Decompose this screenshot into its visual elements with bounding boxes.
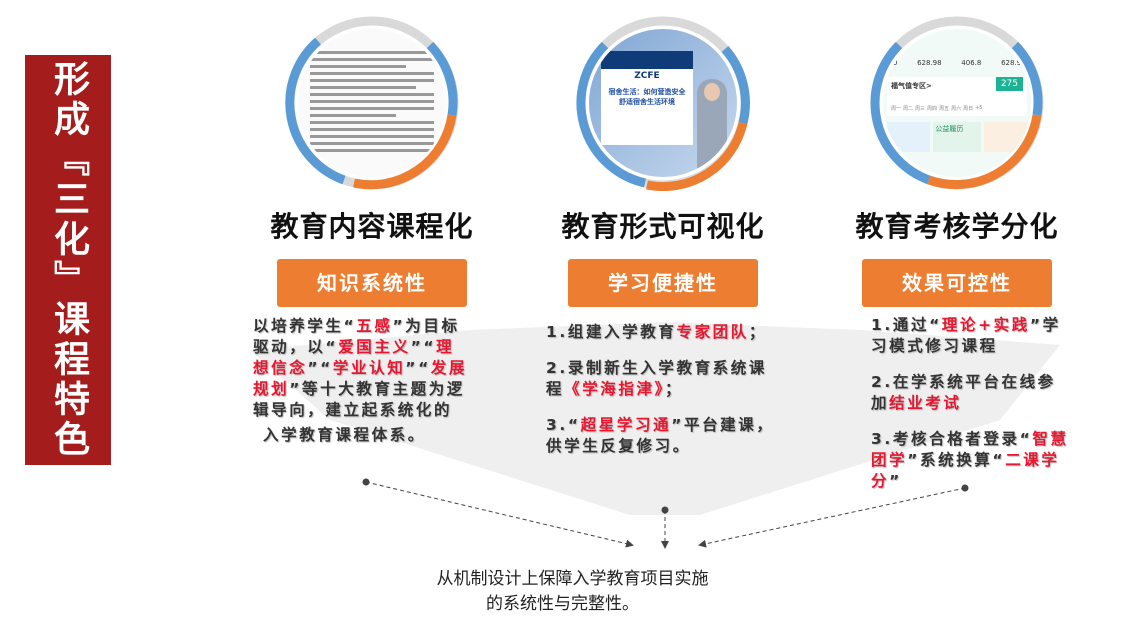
tag-button: 效果可控性 (862, 259, 1052, 307)
arrow-right (698, 487, 966, 548)
form-description: 1.组建入学教育专家团队； 2.录制新生入学教育系统课程《学海指津》； 3.“超… (546, 322, 781, 457)
point-1: 1.通过“理论+实践”学习模式修习课程 (871, 316, 1061, 355)
tag-button: 学习便捷性 (568, 259, 758, 307)
column-form: ZCFE 宿舍生活：如何营造安全 舒适宿舍生活环境 教育形式可视化 学习便捷性 (513, 15, 813, 307)
point-1: 1.组建入学教育专家团队； (546, 323, 767, 341)
column-content: 教育内容课程化 知识系统性 (222, 15, 522, 307)
heading: 教育内容课程化 (270, 210, 474, 243)
image-ring (284, 15, 460, 191)
funnel-shape (250, 322, 1060, 515)
heading: 教育形式可视化 (561, 210, 765, 243)
point-3: 3.“超星学习通”平台建课，供学生反复修习。 (546, 416, 775, 455)
video-lecture-image: ZCFE 宿舍生活：如何营造安全 舒适宿舍生活环境 (589, 29, 737, 177)
point-3: 3.考核合格者登录“智慧团学”系统换算“二课学分” (871, 430, 1069, 490)
point-2: 2.在学系统平台在线参加结业考试 (871, 373, 1056, 412)
presenter (697, 79, 727, 169)
curriculum-document-image (298, 29, 446, 177)
tag-button: 知识系统性 (277, 259, 467, 307)
arrow-left (365, 481, 634, 548)
assessment-description: 1.通过“理论+实践”学习模式修习课程 2.在学系统平台在线参加结业考试 3.考… (871, 315, 1071, 492)
conclusion-line-2: 的系统性与完整性。 (486, 594, 639, 614)
conclusion-line-1: 从机制设计上保障入学教育项目实施 (436, 569, 709, 589)
point-2: 2.录制新生入学教育系统课程《学海指津》； (546, 359, 767, 398)
content-description: 以培养学生“五感”为目标驱动，以“爱国主义”“理想信念”“学业认知”“发展规划”… (253, 317, 468, 444)
heading: 教育考核学分化 (855, 210, 1059, 243)
image-ring: ZCFE 宿舍生活：如何营造安全 舒适宿舍生活环境 (575, 15, 751, 191)
side-title-bar: 形成『三化』课程特色 (25, 55, 111, 465)
side-title: 形成『三化』课程特色 (48, 60, 89, 460)
